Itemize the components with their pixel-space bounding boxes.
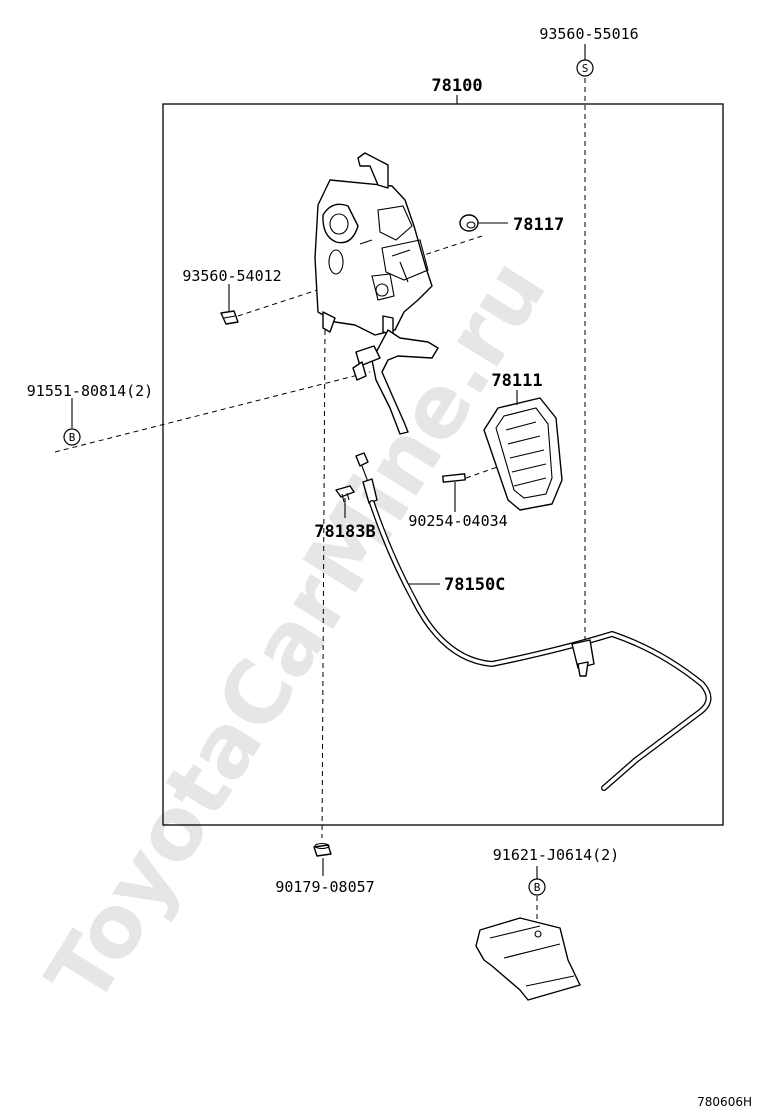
label-stopper: 78117 (513, 215, 564, 235)
label-nut: 90179-08057 (275, 878, 374, 896)
svg-text:B: B (534, 881, 541, 894)
label-clip: 78183B (314, 522, 375, 542)
stopper-part (459, 214, 479, 232)
dashline-nut (321, 329, 326, 839)
image-code: 780606H (697, 1095, 752, 1109)
assembly-frame (162, 103, 724, 826)
pedal-arm (352, 329, 439, 435)
nut-part (313, 842, 332, 857)
label-pin: 90254-04034 (408, 512, 507, 530)
label-cable: 78150C (444, 575, 505, 595)
marker-b-left: B (63, 398, 81, 446)
dashline-bolt-left (54, 371, 371, 453)
svg-text:B: B (69, 431, 76, 444)
label-bolt-left: 91551-80814(2) (27, 382, 153, 400)
floor-bracket (475, 917, 581, 1001)
accelerator-cable (355, 452, 712, 791)
label-assembly: 78100 (431, 76, 482, 96)
marker-b-bracket: B (528, 866, 546, 896)
pedal-bracket-housing (314, 152, 433, 336)
label-pedal-pad: 78111 (491, 371, 542, 391)
pin-part (442, 473, 466, 483)
dashline-pin (465, 463, 507, 479)
screw-left-part (220, 310, 239, 325)
svg-text:S: S (582, 62, 589, 75)
pedal-pad-part (483, 397, 563, 511)
clip-part (335, 485, 355, 503)
label-bolt-bracket: 91621-J0614(2) (493, 846, 619, 864)
marker-s: S (576, 44, 594, 77)
label-screw-top: 93560-55016 (539, 25, 638, 43)
label-screw-left: 93560-54012 (182, 267, 281, 285)
watermark: ToyotaCarMine.ru (28, 243, 566, 1021)
